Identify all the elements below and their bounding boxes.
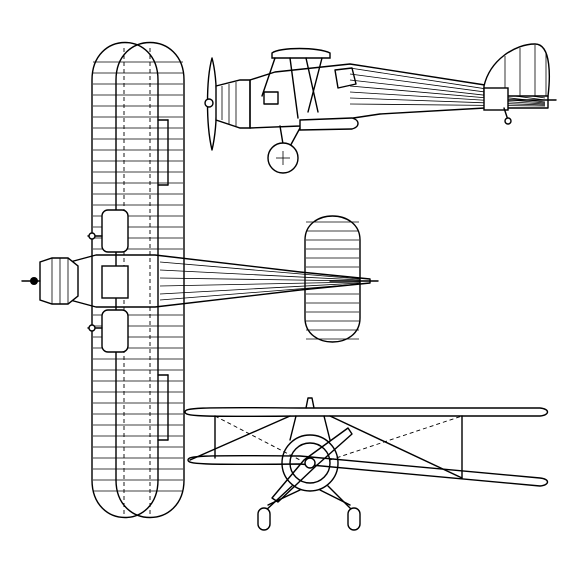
side-cockpit-window [334, 67, 357, 89]
top-wing-outline-upper [115, 42, 185, 518]
top-fuselage-stringers [159, 261, 361, 301]
top-view [21, 42, 379, 518]
top-engine [39, 257, 79, 305]
side-propeller [206, 57, 218, 151]
front-view [184, 397, 549, 531]
front-lower-wing [187, 454, 549, 487]
front-upper-wing [184, 406, 549, 418]
side-lower-wing [299, 117, 359, 131]
side-fuselage [249, 63, 549, 129]
side-engine-cowling [215, 79, 251, 129]
top-tailplane [304, 215, 361, 343]
side-view [204, 43, 557, 174]
side-upper-wing [271, 47, 331, 59]
top-fuselage [69, 254, 371, 308]
side-fin-rudder [483, 43, 550, 97]
front-right-wheel [347, 507, 361, 531]
top-cockpit [101, 265, 129, 299]
front-left-wheel [257, 507, 271, 531]
front-engine-cowling [281, 434, 339, 492]
top-tailplane-ribs [306, 221, 359, 340]
front-propeller [271, 427, 353, 503]
